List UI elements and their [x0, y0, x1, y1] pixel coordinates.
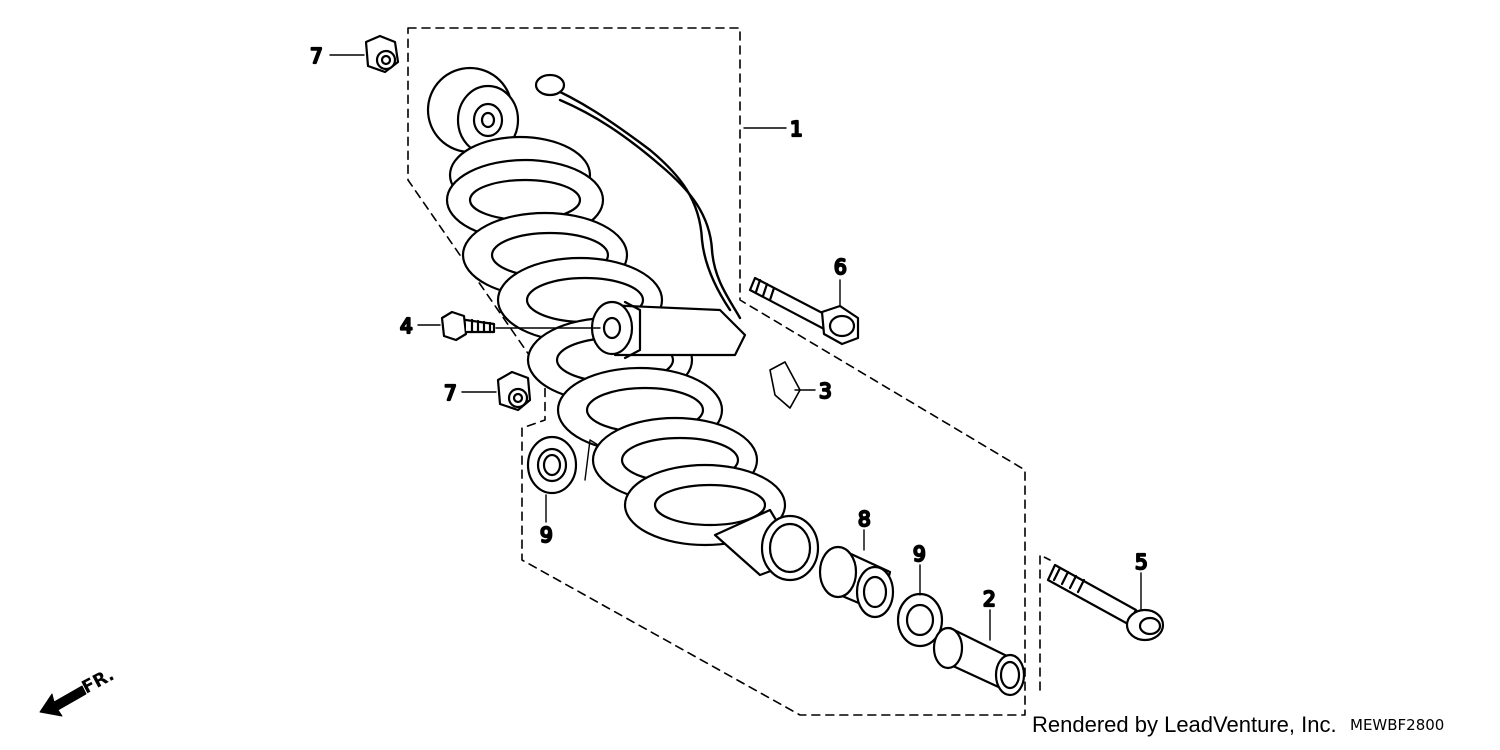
seal-9-left: [526, 435, 578, 495]
bolt-4: [440, 310, 496, 342]
shock-absorber: [426, 66, 820, 582]
callout-5: 5: [1135, 550, 1148, 574]
callout-3: 3: [819, 379, 832, 403]
bolt-6: [748, 276, 860, 346]
assembly-outline: [407, 27, 1026, 716]
bolt-5-outline: [1039, 554, 1051, 691]
callout-8: 8: [858, 507, 871, 531]
collar-2: [932, 626, 1026, 697]
seal-9-left-bracket: [584, 439, 599, 481]
callout-7-lower: 7: [444, 381, 457, 405]
callout-9-right: 9: [913, 542, 926, 566]
callout-1: 1: [790, 117, 803, 141]
diagram-code: MEWBF2800: [1350, 716, 1445, 734]
bolt-5: [1046, 563, 1165, 642]
label-3: [769, 361, 801, 409]
callout-6: 6: [834, 255, 847, 279]
bearing-8: [818, 545, 895, 619]
callout-7-top: 7: [310, 44, 323, 68]
nut-7-lower: [496, 370, 532, 412]
nut-7-top: [364, 34, 400, 74]
front-arrow-icon: FR.: [39, 664, 118, 717]
render-credit: Rendered by LeadVenture, Inc.: [1032, 712, 1337, 737]
callout-2: 2: [983, 587, 996, 611]
leader-lines: [329, 54, 1142, 641]
callout-9-left: 9: [540, 523, 553, 547]
callout-4: 4: [400, 314, 413, 338]
